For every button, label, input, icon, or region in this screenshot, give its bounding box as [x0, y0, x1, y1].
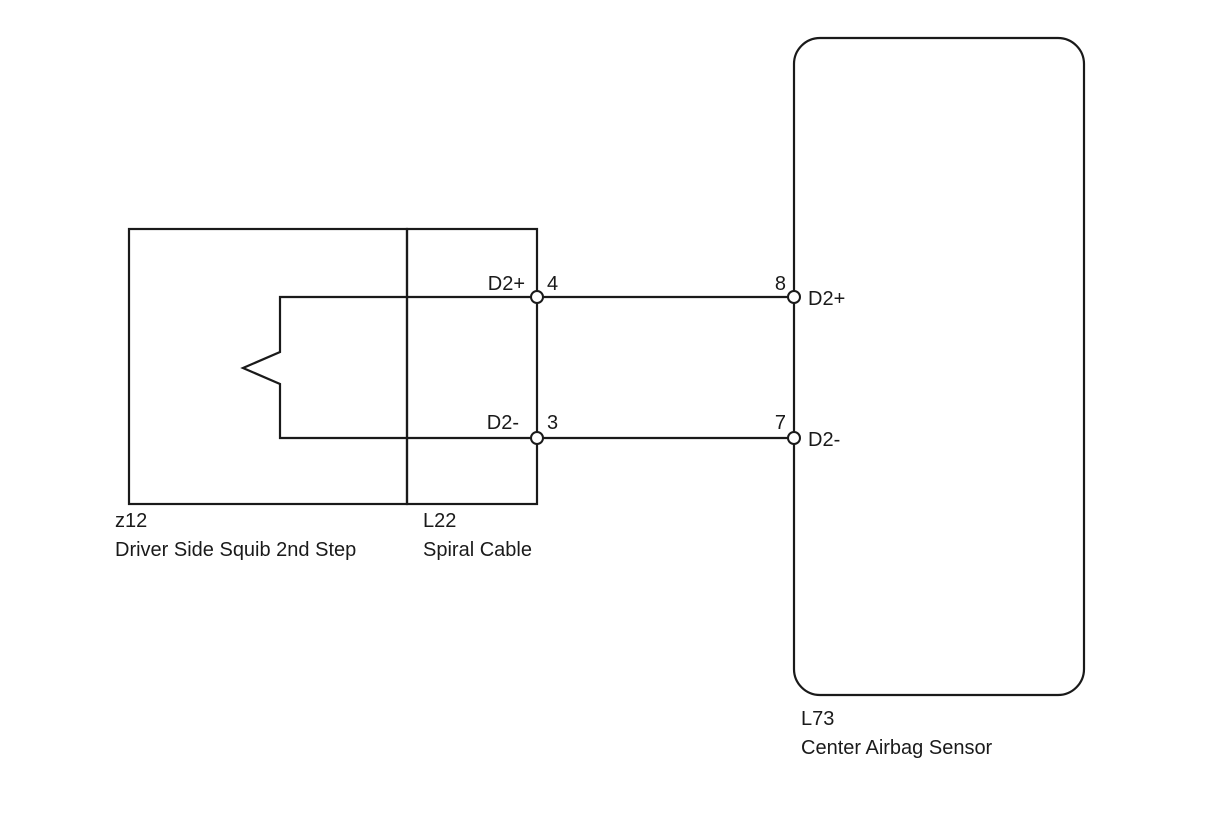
terminal-l22-pin-3: [530, 431, 544, 445]
l73-pin-number-8: 8: [775, 273, 786, 295]
airbag-sensor-box: [792, 36, 1086, 697]
l73-pin-signal-d2-minus: D2-: [808, 429, 840, 451]
terminal-l73-pin-8: [787, 290, 801, 304]
squib-element-wire: [240, 295, 537, 440]
squib-code: z12: [115, 510, 147, 532]
terminal-l73-pin-7: [787, 431, 801, 445]
l73-pin-number-7: 7: [775, 412, 786, 434]
l73-pin-signal-d2-plus: D2+: [808, 288, 845, 310]
sensor-code: L73: [801, 708, 834, 730]
spiral-cable-name: Spiral Cable: [423, 539, 532, 561]
terminal-l22-pin-4: [530, 290, 544, 304]
sensor-name: Center Airbag Sensor: [801, 737, 993, 759]
squib-box: [127, 227, 409, 506]
squib-name: Driver Side Squib 2nd Step: [115, 539, 356, 561]
l22-pin-number-4: 4: [547, 273, 558, 295]
spiral-cable-code: L22: [423, 510, 456, 532]
spiral-cable-box: [405, 227, 539, 506]
l22-pin-number-3: 3: [547, 412, 558, 434]
l22-pin-signal-d2-plus: D2+: [488, 273, 525, 295]
l22-pin-signal-d2-minus: D2-: [487, 412, 519, 434]
